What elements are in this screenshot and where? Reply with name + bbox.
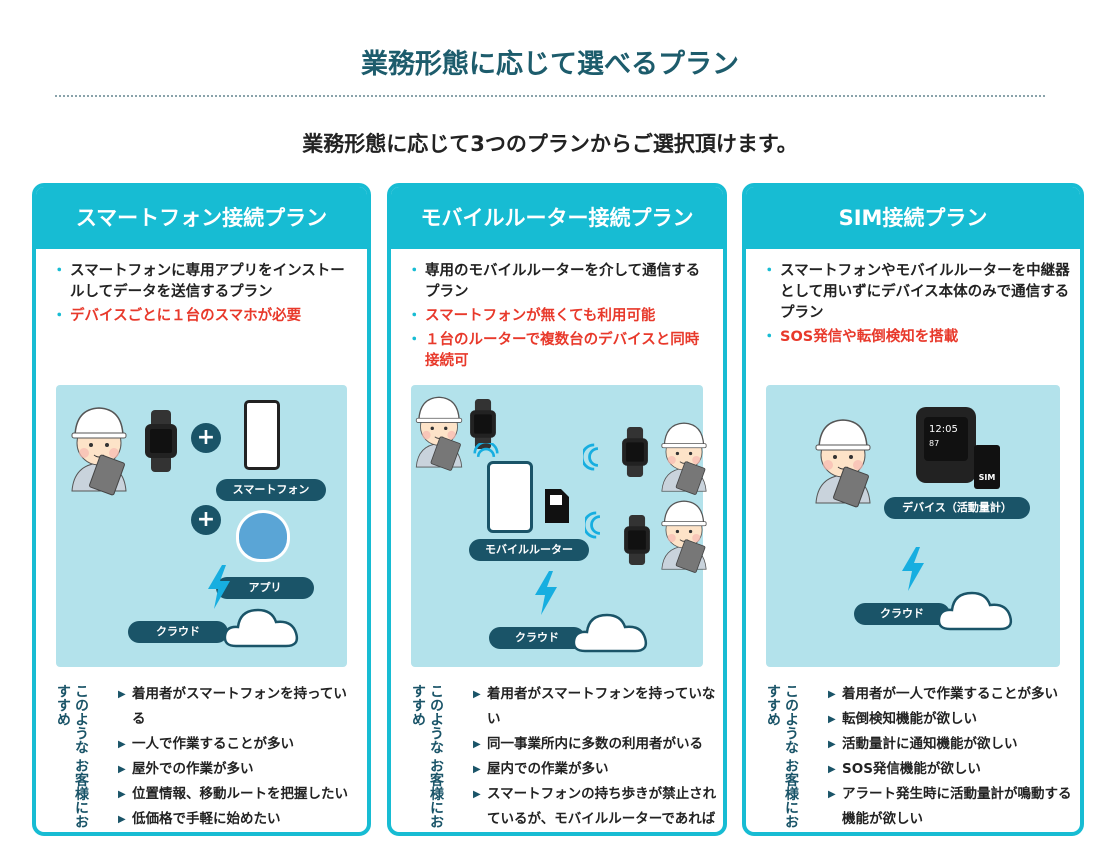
cloud-icon — [936, 583, 1016, 633]
recommend-item: アラート発生時に活動量計が鳴動する機能が欲しい — [828, 782, 1080, 832]
recommend-item: 位置情報、移動ルートを把握したい — [118, 782, 359, 807]
lightning-icon — [900, 547, 926, 591]
plan-illustration: + スマートフォン + アプリ クラウド — [56, 385, 347, 667]
desc-item: 専用のモバイルルーターを介して通信するプラン — [407, 261, 713, 303]
recommend-item: 着用者がスマートフォンを持っていない — [473, 682, 723, 732]
cloud-label: クラウド — [128, 621, 228, 643]
recommendation-label: このような お客様におすすめ — [410, 684, 444, 829]
recommend-item: 屋内での作業が多い — [473, 757, 723, 782]
smartwatch-icon — [467, 399, 499, 449]
worker-icon — [64, 403, 134, 498]
lightning-icon — [533, 571, 559, 615]
recommend-item: 転倒検知機能が欲しい — [828, 707, 1080, 732]
plan-illustration: モバイルルーター クラウド — [411, 385, 703, 667]
plan-title: SIM接続プラン — [746, 187, 1080, 249]
cloud-label: クラウド — [854, 603, 950, 625]
app-label: アプリ — [216, 577, 314, 599]
plan-description: スマートフォンに専用アプリをインストールしてデータを送信するプラン デバイスごと… — [36, 249, 367, 327]
desc-item-highlight: SOS発信や転倒検知を搭載 — [762, 327, 1070, 348]
page-subtitle: 業務形態に応じて3つのプランからご選択頂けます。 — [302, 132, 798, 156]
plan-description: スマートフォンやモバイルルーターを中継器として用いずにデバイス本体のみで通信する… — [746, 249, 1080, 348]
plus-icon: + — [191, 423, 221, 453]
recommendation-section: このような お客様におすすめ 着用者がスマートフォンを持っている 一人で作業する… — [46, 682, 359, 832]
plan-title: モバイルルーター接続プラン — [391, 187, 723, 249]
worker-icon — [409, 393, 469, 473]
recommend-item: 屋外での作業が多い — [118, 757, 359, 782]
page-title: 業務形態に応じて選べるプラン — [361, 49, 739, 80]
desc-item: スマートフォンに専用アプリをインストールしてデータを送信するプラン — [52, 261, 357, 303]
cloud-icon — [222, 600, 302, 650]
recommend-item: 着用者が一人で作業することが多い — [828, 682, 1080, 707]
watch-time: 12:05 — [929, 424, 958, 435]
recommend-item: 一人で作業することが多い — [118, 732, 359, 757]
mobile-router-icon — [487, 461, 533, 533]
recommendation-label: このような お客様におすすめ — [765, 684, 799, 829]
smartwatch-icon — [619, 427, 651, 477]
plan-description: 専用のモバイルルーターを介して通信するプラン スマートフォンが無くても利用可能 … — [391, 249, 723, 372]
wireless-signal-icon — [585, 511, 613, 539]
plus-icon: + — [191, 505, 221, 535]
dotted-divider — [55, 95, 1045, 97]
desc-item-highlight: スマートフォンが無くても利用可能 — [407, 306, 713, 327]
worker-icon — [808, 415, 878, 510]
device-label: デバイス（活動量計） — [884, 497, 1030, 519]
smartphone-icon — [244, 400, 280, 470]
recommend-item: 同一事業所内に多数の利用者がいる — [473, 732, 723, 757]
app-owl-icon — [236, 510, 290, 562]
recommend-item: 着用者がスマートフォンを持っている — [118, 682, 359, 732]
wireless-signal-icon — [583, 443, 611, 471]
sim-card-icon — [545, 489, 569, 523]
worker-icon — [655, 419, 713, 497]
recommendation-section: このような お客様におすすめ 着用者が一人で作業することが多い 転倒検知機能が欲… — [756, 682, 1072, 832]
recommendation-section: このような お客様におすすめ 着用者がスマートフォンを持っていない 同一事業所内… — [401, 682, 716, 832]
recommend-item: 低価格で手軽に始めたい — [118, 807, 359, 832]
recommend-item: SOS発信機能が欲しい — [828, 757, 1080, 782]
cloud-label: クラウド — [489, 627, 585, 649]
recommend-item: スマートフォンの持ち歩きが禁止されているが、モバイルルーターであれば携帯できる — [473, 782, 723, 832]
smartphone-label: スマートフォン — [216, 479, 326, 501]
desc-item: スマートフォンやモバイルルーターを中継器として用いずにデバイス本体のみで通信する… — [762, 261, 1070, 324]
smartwatch-icon — [621, 515, 653, 565]
smartwatch-device-icon: 12:05 87 — [916, 407, 976, 483]
desc-item-highlight: デバイスごとに１台のスマホが必要 — [52, 306, 357, 327]
worker-icon — [655, 497, 713, 575]
smartwatch-icon — [142, 410, 180, 472]
plan-illustration: 12:05 87 SIM デバイス（活動量計） クラウド — [766, 385, 1060, 667]
recommendation-label: このような お客様におすすめ — [55, 684, 89, 829]
plan-card-smartphone: スマートフォン接続プラン スマートフォンに専用アプリをインストールしてデータを送… — [32, 183, 371, 836]
plan-card-mobile-router: モバイルルーター接続プラン 専用のモバイルルーターを介して通信するプラン スマー… — [387, 183, 727, 836]
cloud-icon — [571, 605, 651, 655]
plan-title: スマートフォン接続プラン — [36, 187, 367, 249]
desc-item-highlight: １台のルーターで複数台のデバイスと同時接続可 — [407, 330, 713, 372]
router-label: モバイルルーター — [469, 539, 589, 561]
watch-heart-rate: 87 — [929, 439, 940, 448]
plan-card-sim: SIM接続プラン スマートフォンやモバイルルーターを中継器として用いずにデバイス… — [742, 183, 1084, 836]
sim-card-icon: SIM — [974, 445, 1000, 489]
recommend-item: 活動量計に通知機能が欲しい — [828, 732, 1080, 757]
